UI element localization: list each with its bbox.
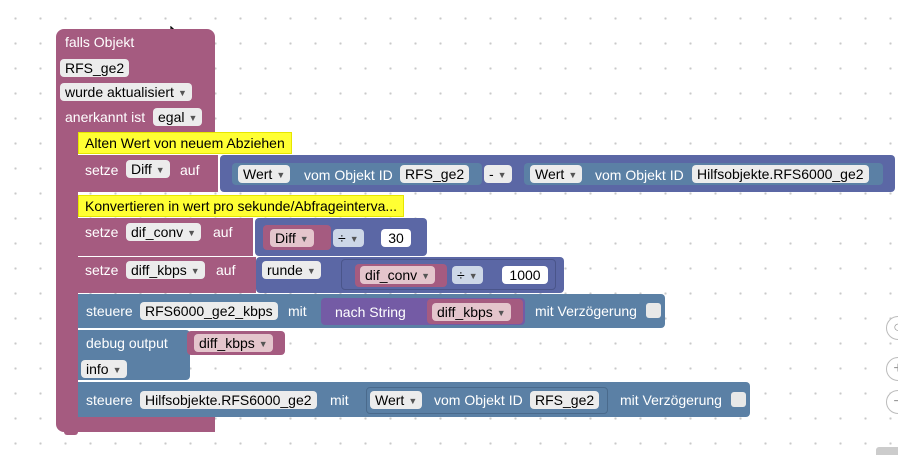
- right-text: vom Objekt ID: [595, 167, 684, 183]
- chevron-down-icon: ▼: [421, 271, 431, 281]
- right-prop-dropdown[interactable]: Wert▼: [530, 165, 583, 183]
- diff-var-get-dropdown[interactable]: Diff▼: [270, 229, 314, 247]
- set-diffkbps-setze: setze: [85, 262, 119, 278]
- control-hilfs-label: steuere: [86, 392, 133, 408]
- chevron-down-icon: ▼: [258, 339, 268, 349]
- set-diff-var: Diff: [131, 161, 152, 177]
- minus-op: -: [489, 166, 494, 182]
- debug-var-get: diff_kbps: [199, 335, 255, 351]
- event-block-notch: [64, 431, 78, 435]
- kbps-var-get: diff_kbps: [437, 304, 493, 320]
- chevron-down-icon: ▼: [497, 170, 507, 180]
- diff-var-get: Diff: [275, 230, 296, 246]
- debug-label: debug output: [86, 335, 168, 351]
- control-kbps-label: steuere: [86, 303, 133, 319]
- chevron-down-icon: ▼: [188, 113, 198, 123]
- zoom-out-icon[interactable]: −: [886, 390, 898, 414]
- debug-var-get-dropdown[interactable]: diff_kbps▼: [194, 334, 273, 352]
- chevron-down-icon: ▼: [112, 365, 122, 375]
- right-object-id-field[interactable]: Hilfsobjekte.RFS6000_ge2: [692, 165, 869, 183]
- left-prop-dropdown[interactable]: Wert▼: [238, 165, 291, 183]
- zoom-reset-icon[interactable]: ○: [886, 316, 898, 340]
- control-hilfs-delay-label: mit Verzögerung: [620, 392, 722, 408]
- debug-level: info: [86, 361, 109, 377]
- hilfs-prop-dropdown[interactable]: Wert▼: [370, 391, 423, 409]
- comment-convert[interactable]: Konvertieren in wert pro sekunde/Abfrage…: [78, 195, 405, 217]
- chevron-down-icon: ▼: [468, 271, 478, 281]
- minus-op-dropdown[interactable]: -▼: [484, 165, 512, 183]
- left-object-id-field[interactable]: RFS_ge2: [400, 165, 470, 183]
- event-block-spine[interactable]: [56, 128, 78, 418]
- chevron-down-icon: ▼: [306, 266, 316, 276]
- control-kbps-delay-checkbox[interactable]: [646, 303, 661, 318]
- chevron-down-icon: ▼: [408, 396, 418, 406]
- tostring-label: nach String: [335, 304, 406, 320]
- event-trigger-label: wurde aktualisiert: [65, 84, 174, 100]
- chevron-down-icon: ▼: [190, 266, 200, 276]
- event-ack-label: anerkannt ist: [65, 109, 146, 125]
- trashcan-icon[interactable]: [876, 447, 898, 455]
- divide2-op: ÷: [457, 267, 465, 283]
- set-difconv-var-dropdown[interactable]: dif_conv▼: [126, 223, 202, 241]
- control-kbps-delay-label: mit Verzögerung: [535, 303, 637, 319]
- control-kbps-target-field[interactable]: RFS6000_ge2_kbps: [140, 302, 278, 320]
- number-1000-field[interactable]: 1000: [502, 266, 548, 284]
- control-hilfs-delay-checkbox[interactable]: [731, 392, 746, 407]
- hilfs-object-id-field[interactable]: RFS_ge2: [530, 391, 600, 409]
- number-30-field[interactable]: 30: [381, 229, 411, 247]
- hilfs-text: vom Objekt ID: [434, 392, 523, 408]
- chevron-down-icon: ▼: [276, 170, 286, 180]
- set-diff-var-dropdown[interactable]: Diff▼: [126, 160, 170, 178]
- event-trigger-dropdown[interactable]: wurde aktualisiert▼: [60, 83, 192, 101]
- round-label: runde: [267, 262, 303, 278]
- right-prop: Wert: [535, 166, 565, 182]
- chevron-down-icon: ▼: [349, 234, 359, 244]
- difconv-var-get-dropdown[interactable]: dif_conv▼: [360, 266, 436, 284]
- set-diff-auf: auf: [180, 162, 200, 178]
- event-ack-dropdown[interactable]: egal▼: [153, 108, 203, 126]
- left-prop: Wert: [243, 166, 273, 182]
- divide-op-dropdown[interactable]: ÷▼: [333, 229, 364, 247]
- difconv-var-get: dif_conv: [365, 267, 418, 283]
- control-hilfs-mit: mit: [330, 392, 349, 408]
- control-hilfs-target-field[interactable]: Hilfsobjekte.RFS6000_ge2: [140, 391, 317, 409]
- round-dropdown[interactable]: runde▼: [262, 261, 321, 279]
- hilfs-prop: Wert: [375, 392, 405, 408]
- chevron-down-icon: ▼: [496, 308, 506, 318]
- debug-level-dropdown[interactable]: info▼: [81, 360, 127, 378]
- chevron-down-icon: ▼: [177, 88, 187, 98]
- set-diff-setze: setze: [85, 162, 119, 178]
- event-title: falls Objekt: [65, 34, 135, 50]
- set-diffkbps-var-dropdown[interactable]: diff_kbps▼: [126, 261, 205, 279]
- zoom-in-icon[interactable]: +: [886, 357, 898, 381]
- kbps-var-get-dropdown[interactable]: diff_kbps▼: [432, 303, 511, 321]
- event-object-id-field[interactable]: RFS_ge2: [60, 59, 130, 77]
- set-diffkbps-auf: auf: [216, 262, 236, 278]
- event-ack-value: egal: [158, 109, 185, 125]
- divide2-op-dropdown[interactable]: ÷▼: [452, 266, 483, 284]
- control-kbps-mit: mit: [288, 303, 307, 319]
- chevron-down-icon: ▼: [568, 170, 578, 180]
- event-block-bottom[interactable]: [56, 417, 215, 432]
- set-difconv-var: dif_conv: [131, 224, 184, 240]
- comment-old-value[interactable]: Alten Wert von neuem Abziehen: [78, 132, 292, 154]
- set-difconv-setze: setze: [85, 224, 119, 240]
- set-difconv-auf: auf: [213, 224, 233, 240]
- divide-op: ÷: [338, 230, 346, 246]
- chevron-down-icon: ▼: [187, 228, 197, 238]
- chevron-down-icon: ▼: [299, 234, 309, 244]
- set-diffkbps-var: diff_kbps: [131, 262, 187, 278]
- left-text: vom Objekt ID: [304, 167, 393, 183]
- chevron-down-icon: ▼: [155, 165, 165, 175]
